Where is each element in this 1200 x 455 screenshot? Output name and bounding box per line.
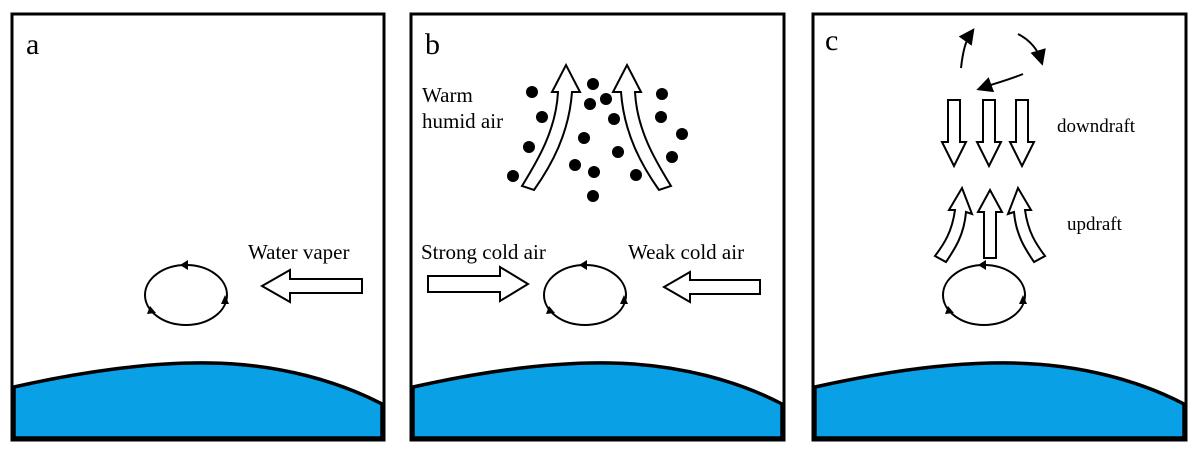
- updraft-arrow-center: [976, 187, 1004, 259]
- circulation-loop: [543, 260, 628, 326]
- rising-air-arrow-right: [611, 62, 673, 192]
- updraft-label: updraft: [1067, 214, 1123, 235]
- updraft-arrows: [933, 185, 1047, 264]
- strong-cold-air-label: Strong cold air: [421, 240, 546, 264]
- weak-cold-air-arrow: [661, 270, 761, 304]
- downdraft-arrows: [940, 99, 1036, 169]
- water-vapor-arrow: [259, 268, 363, 304]
- circulation-loop: [942, 260, 1027, 326]
- panel-label-c: c: [825, 24, 838, 57]
- water-vapor-label: Water vaper: [248, 240, 350, 264]
- ocean-surface: [813, 361, 1186, 440]
- rising-air-arrow-left: [520, 62, 582, 192]
- panel-a: a Water vaper: [10, 12, 386, 442]
- weak-cold-air-label: Weak cold air: [628, 240, 744, 264]
- panel-c: c downdraft updraft: [811, 12, 1188, 442]
- warm-humid-air-label-line2: humid air: [422, 109, 503, 133]
- moisture-dots: [507, 78, 688, 202]
- panel-label-a: a: [26, 28, 39, 61]
- updraft-arrow-right: [1006, 185, 1047, 264]
- ocean-surface: [12, 361, 384, 440]
- downdraft-label: downdraft: [1057, 116, 1136, 137]
- panel-b: b Warm humid air Strong: [409, 12, 786, 442]
- warm-humid-air-label-line1: Warm: [422, 83, 473, 107]
- strong-cold-air-arrow: [427, 265, 530, 303]
- ocean-surface: [411, 361, 784, 440]
- circulation-loop: [144, 260, 229, 326]
- panel-label-b: b: [425, 28, 440, 61]
- updraft-arrow-left: [933, 185, 974, 264]
- top-swirl-arrows: [958, 28, 1046, 93]
